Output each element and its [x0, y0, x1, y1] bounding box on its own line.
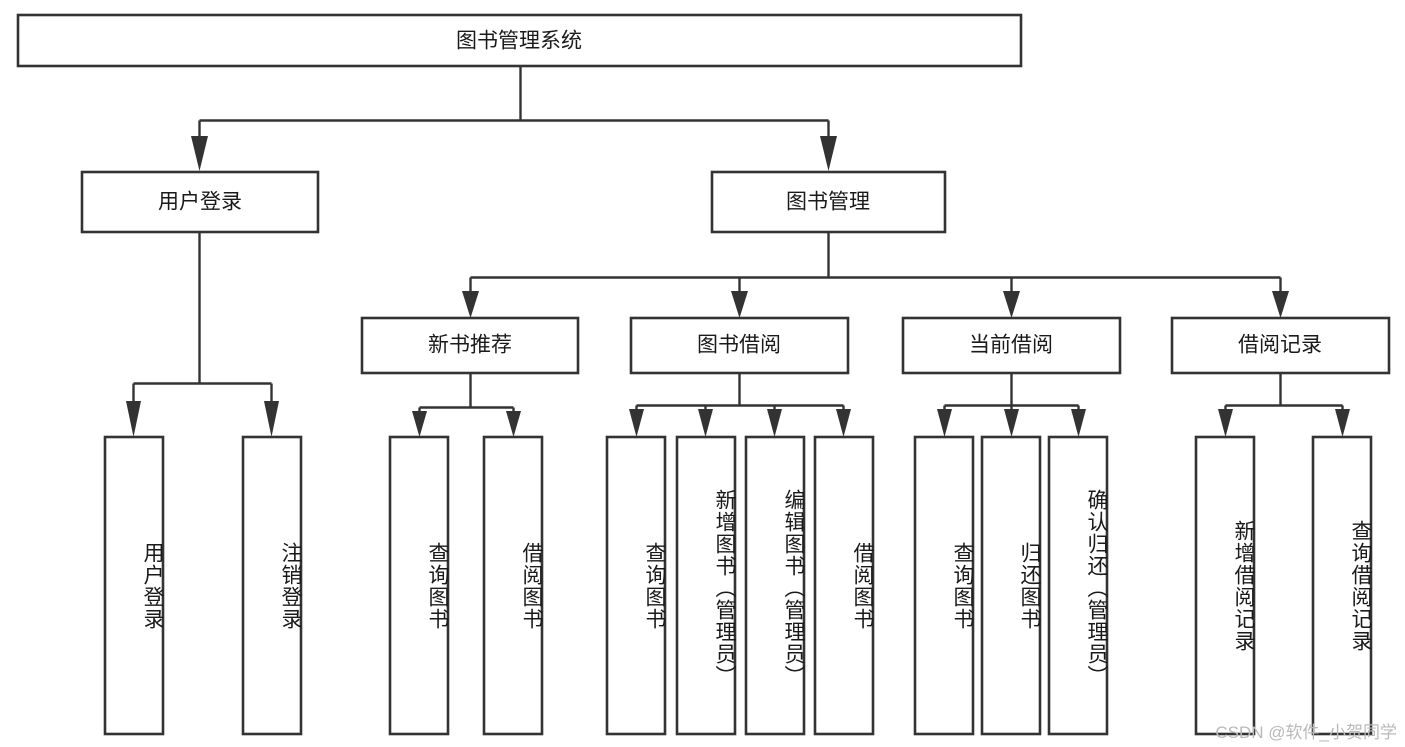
node-current-borrow-box[interactable] — [901, 316, 1122, 375]
arrow-head-bookmanage-4 — [1272, 291, 1289, 318]
connector-group-root — [191, 66, 837, 171]
connector-group-book-manage — [462, 232, 1289, 318]
arrow-head-borrow-2 — [698, 409, 713, 437]
arrow-head-bookmanage-1 — [462, 291, 479, 318]
node-user-login-box[interactable] — [80, 170, 320, 234]
node-new-book-recommend[interactable]: 新书推荐 — [360, 316, 580, 375]
arrow-head-current-2 — [1004, 409, 1019, 437]
node-borrow-records[interactable]: 借阅记录 — [1170, 316, 1391, 375]
node-borrow-records-box[interactable] — [1170, 316, 1391, 375]
leaf-box-logout[interactable] — [241, 435, 303, 736]
arrow-head-records-1 — [1218, 409, 1233, 437]
leaf-box-add-book[interactable] — [675, 435, 737, 736]
connector-group-records — [1218, 373, 1350, 437]
leaf-box-query-record[interactable] — [1311, 435, 1373, 736]
node-user-login[interactable]: 用户登录 — [80, 170, 320, 234]
leaf-box-query-book-2[interactable] — [605, 435, 667, 736]
leaf-box-borrow-book-1[interactable] — [482, 435, 544, 736]
arrow-head-records-2 — [1335, 409, 1350, 437]
arrow-head-newbook-1 — [412, 411, 427, 437]
node-root-box[interactable] — [16, 13, 1023, 68]
node-new-book-recommend-box[interactable] — [360, 316, 580, 375]
arrow-head-root-1 — [191, 136, 208, 171]
arrow-head-userlogin-2 — [264, 401, 279, 437]
arrow-head-newbook-2 — [506, 411, 521, 437]
leaf-box-query-book-1[interactable] — [388, 435, 450, 736]
connector-group-borrow — [629, 373, 851, 437]
node-book-borrow-box[interactable] — [629, 316, 850, 375]
node-new-book-recommend-label: 新书推荐 — [428, 334, 512, 357]
arrow-head-bookmanage-3 — [1003, 291, 1020, 318]
leaf-box-borrow-book-2[interactable] — [813, 435, 875, 736]
arrow-head-current-1 — [937, 409, 952, 437]
arrow-head-root-2 — [820, 136, 837, 171]
leaf-box-add-record[interactable] — [1194, 435, 1256, 736]
node-current-borrow-label: 当前借阅 — [969, 334, 1053, 357]
node-borrow-records-label: 借阅记录 — [1238, 334, 1322, 357]
connector-group-new-book — [412, 373, 521, 437]
leaf-box-edit-book[interactable] — [744, 435, 806, 736]
arrow-head-borrow-1 — [629, 409, 644, 437]
node-book-manage[interactable]: 图书管理 — [710, 170, 947, 234]
node-book-borrow-label: 图书借阅 — [697, 334, 781, 357]
arrow-head-borrow-3 — [767, 409, 782, 437]
leaf-box-query-book-3[interactable] — [913, 435, 975, 736]
node-root-label: 图书管理系统 — [456, 30, 582, 53]
node-current-borrow[interactable]: 当前借阅 — [901, 316, 1122, 375]
node-user-login-label: 用户登录 — [158, 191, 242, 214]
leaf-box-confirm-return[interactable] — [1047, 435, 1109, 736]
arrow-head-userlogin-1 — [126, 401, 141, 437]
leaf-box-return-book[interactable] — [980, 435, 1042, 736]
node-book-manage-box[interactable] — [710, 170, 947, 234]
node-root[interactable]: 图书管理系统 — [16, 13, 1023, 68]
arrow-head-bookmanage-2 — [731, 291, 748, 318]
connector-group-current-borrow — [937, 373, 1086, 437]
connector-group-user-login — [126, 232, 279, 437]
node-book-manage-label: 图书管理 — [786, 191, 870, 214]
leaf-box-user-login[interactable] — [103, 435, 165, 736]
arrow-head-borrow-4 — [836, 409, 851, 437]
watermark-text: CSDN @软件_小贺同学 — [1215, 723, 1397, 742]
node-book-borrow[interactable]: 图书借阅 — [629, 316, 850, 375]
arrow-head-current-3 — [1071, 409, 1086, 437]
